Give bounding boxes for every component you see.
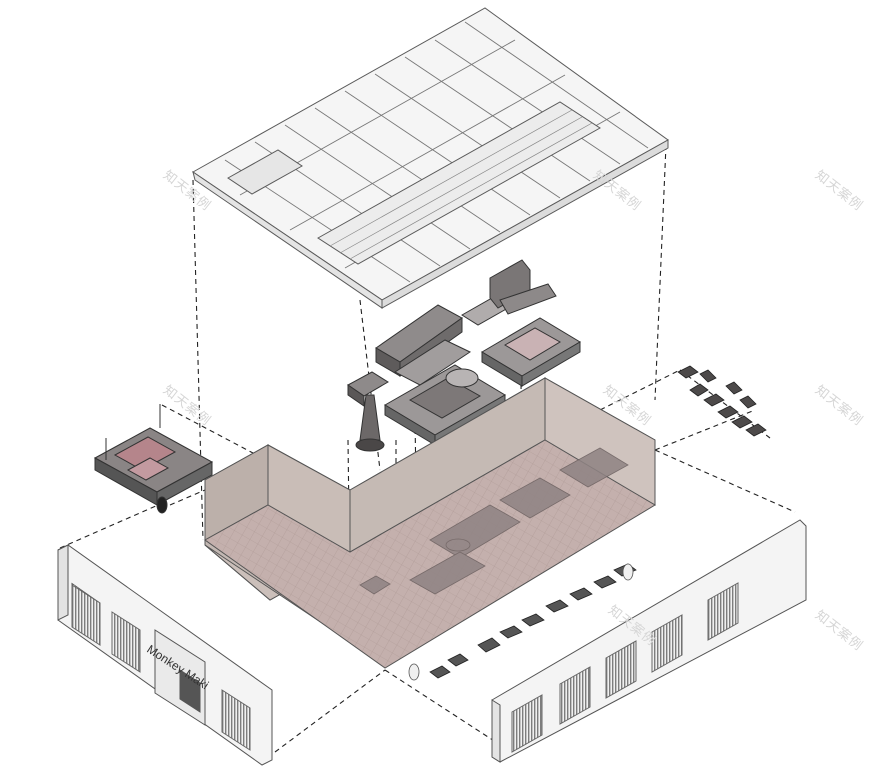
outdoor-seating-right [677,365,767,437]
facade-right [491,519,807,763]
ground-floor-shell [204,377,656,669]
lounge-module-left [93,404,214,514]
roof-structure [192,7,669,309]
outdoor-seating-front [408,563,637,681]
facade-left [57,544,273,766]
bar-and-booths-layer [347,259,581,452]
